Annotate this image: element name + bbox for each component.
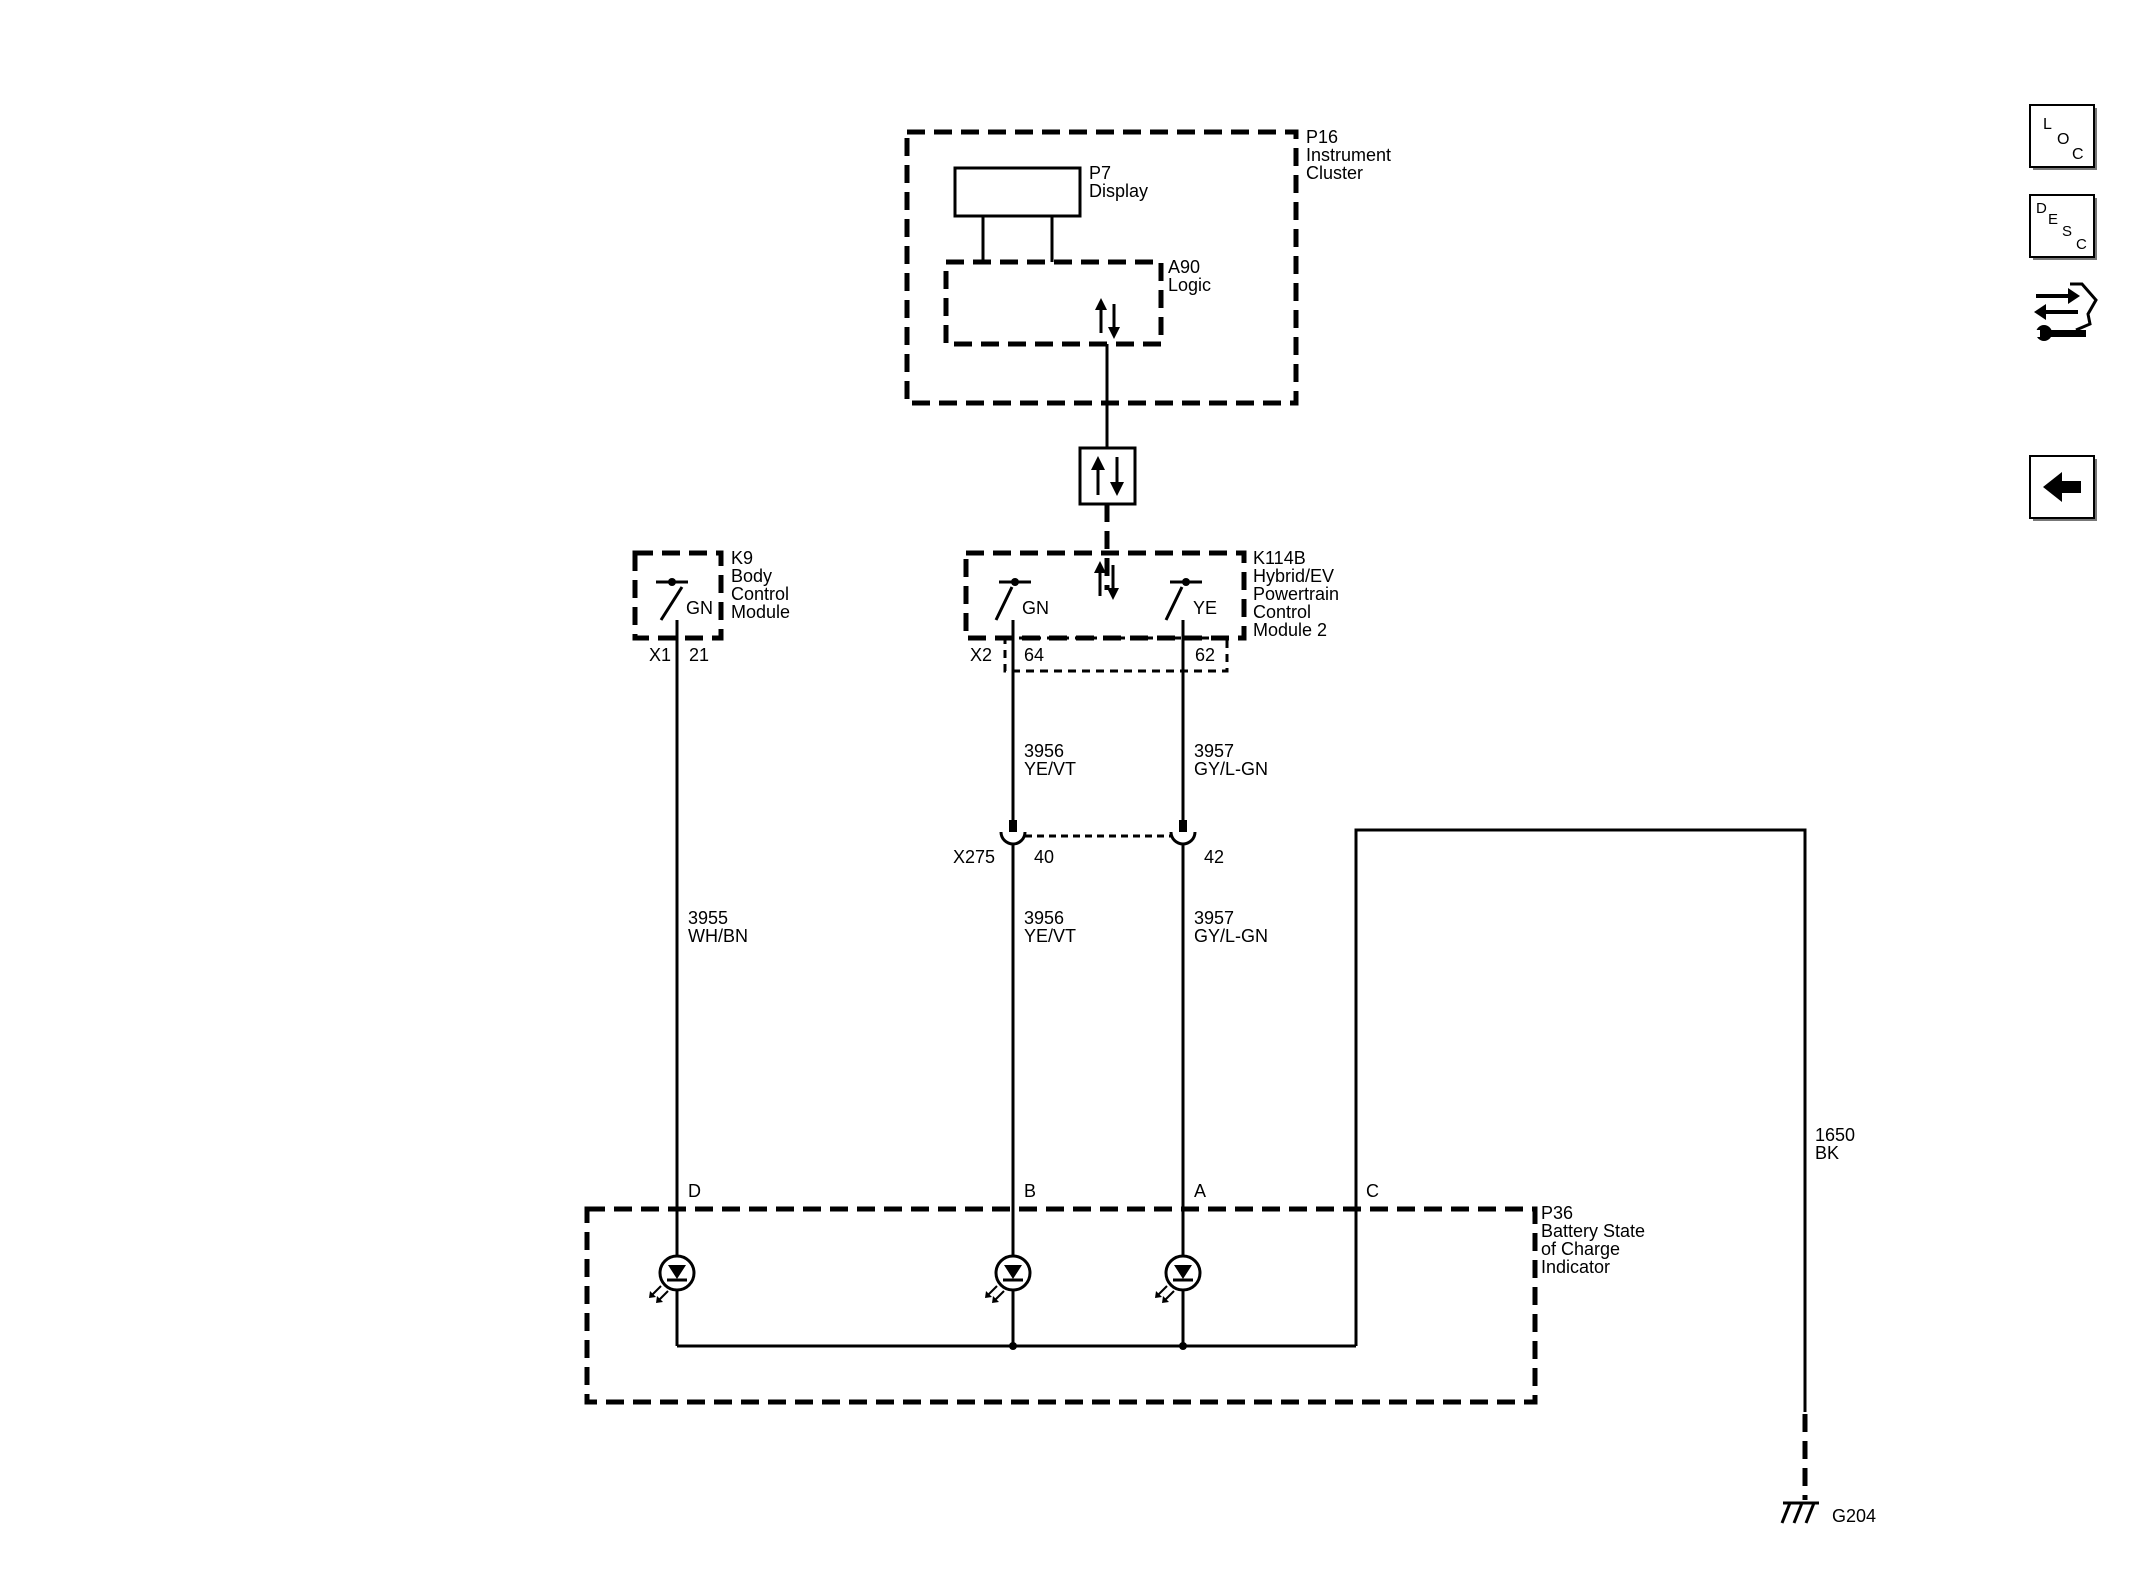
a90-name: Logic — [1168, 275, 1211, 295]
x275-connector-icon — [999, 820, 1197, 846]
p16-name-line1: Instrument — [1306, 145, 1391, 165]
desc-letter-s: S — [2062, 223, 2072, 240]
desc-button[interactable]: D E S C — [2029, 194, 2097, 260]
loc-letter-c: C — [2072, 146, 2084, 163]
k114b-switch-ye-label: YE — [1193, 598, 1217, 618]
p16-name-line2: Cluster — [1306, 163, 1363, 183]
x275-pin-40: 40 — [1034, 847, 1054, 867]
wire-1650-color: BK — [1815, 1143, 1839, 1163]
p7-id: P7 — [1089, 163, 1111, 183]
wire-1650 — [1354, 828, 1807, 1412]
k114b-switch-ye-icon — [1164, 578, 1202, 621]
k9-id: K9 — [731, 548, 753, 568]
k114b-connector-pin-64: 64 — [1024, 645, 1044, 665]
k114b-name-line1: Hybrid/EV — [1253, 566, 1334, 586]
k114b-name-line4: Module 2 — [1253, 620, 1327, 640]
p16-id: P16 — [1306, 127, 1338, 147]
wire-3957-upper-circuit: 3957 — [1194, 741, 1234, 761]
wire-3956-upper-color: YE/VT — [1024, 759, 1076, 779]
x275-connector-name: X275 — [953, 847, 995, 867]
k114b-switch-gn-label: GN — [1022, 598, 1049, 618]
k9-connector-name: X1 — [649, 645, 671, 665]
wire-3957-lower-circuit: 3957 — [1194, 908, 1234, 928]
splice-b-dot — [1009, 1342, 1017, 1350]
p36-id: P36 — [1541, 1203, 1573, 1223]
led-b-icon — [985, 1254, 1032, 1303]
k114b-name-line3: Control — [1253, 602, 1311, 622]
desc-letter-d: D — [2036, 200, 2047, 217]
loc-letter-l: L — [2043, 116, 2052, 133]
desc-letter-c: C — [2076, 236, 2087, 253]
p7-name: Display — [1089, 181, 1148, 201]
loc-button[interactable]: L O C — [2029, 104, 2097, 170]
p36-name-line2: of Charge — [1541, 1239, 1620, 1259]
p16-instrument-cluster-box — [904, 129, 1299, 406]
ground-g204-label: G204 — [1832, 1506, 1876, 1526]
led-d-icon — [649, 1254, 696, 1303]
splice-a-dot — [1179, 1342, 1187, 1350]
p36-pin-b: B — [1024, 1181, 1036, 1201]
k114b-connector-box — [1003, 636, 1229, 673]
service-button[interactable] — [2030, 275, 2098, 350]
p36-name-line3: Indicator — [1541, 1257, 1610, 1277]
arrow-left-icon — [2043, 472, 2081, 502]
p7-display-box — [953, 166, 1082, 218]
wire-3957-lower-color: GY/L-GN — [1194, 926, 1268, 946]
k9-switch-label: GN — [686, 598, 713, 618]
k114b-name-line2: Powertrain — [1253, 584, 1339, 604]
a90-id: A90 — [1168, 257, 1200, 277]
wire-3956-lower-circuit: 3956 — [1024, 908, 1064, 928]
k114b-switch-gn-icon — [994, 578, 1031, 621]
k114b-connector-pin-62: 62 — [1195, 645, 1215, 665]
k9-connector-pin: 21 — [689, 645, 709, 665]
p36-pin-c: C — [1366, 1181, 1379, 1201]
k114b-data-arrows-icon — [1094, 561, 1119, 600]
wire-3955-circuit: 3955 — [688, 908, 728, 928]
wire-3957-upper-color: GY/L-GN — [1194, 759, 1268, 779]
wire-3955-color: WH/BN — [688, 926, 748, 946]
back-button[interactable] — [2029, 455, 2097, 521]
k9-name-line1: Body — [731, 566, 772, 586]
p36-pin-d: D — [688, 1181, 701, 1201]
k9-name-line3: Module — [731, 602, 790, 622]
k9-name-line2: Control — [731, 584, 789, 604]
p36-indicator-box — [584, 1206, 1538, 1405]
wire-1650-circuit: 1650 — [1815, 1125, 1855, 1145]
wire-3956-upper-circuit: 3956 — [1024, 741, 1064, 761]
k9-switch-icon — [656, 578, 688, 621]
led-a-icon — [1155, 1254, 1202, 1303]
a90-data-arrows-icon — [1095, 298, 1120, 339]
ground-g204-icon — [1780, 1501, 1819, 1524]
serial-data-symbol-icon — [1078, 446, 1137, 506]
loc-letter-o: O — [2057, 131, 2069, 148]
p36-name-line1: Battery State — [1541, 1221, 1645, 1241]
desc-letter-e: E — [2048, 211, 2058, 228]
p36-pin-a: A — [1194, 1181, 1206, 1201]
a90-logic-box — [943, 259, 1164, 347]
k114b-id: K114B — [1253, 548, 1306, 568]
x275-pin-42: 42 — [1204, 847, 1224, 867]
k114b-connector-name: X2 — [970, 645, 992, 665]
wrench-arrows-icon — [2032, 282, 2098, 341]
wire-3956-lower-color: YE/VT — [1024, 926, 1076, 946]
k9-module-box — [632, 550, 724, 641]
